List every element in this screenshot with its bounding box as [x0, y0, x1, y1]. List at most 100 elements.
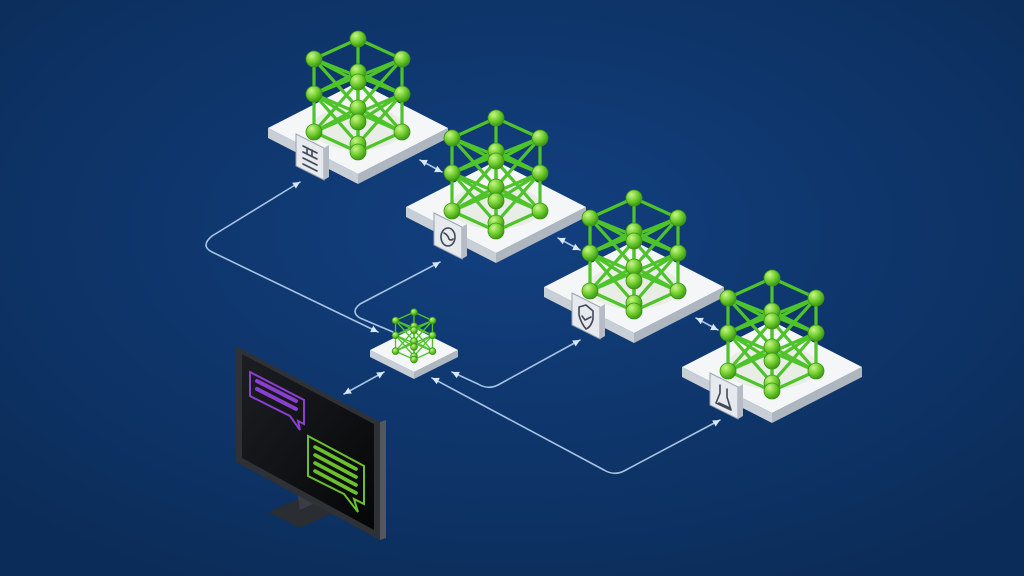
- network-node: [391, 347, 400, 355]
- network-edge: [726, 319, 774, 373]
- arrowhead: [432, 262, 440, 269]
- arrowheads: [292, 159, 720, 427]
- network-node: [305, 50, 323, 68]
- network-node: [487, 192, 505, 210]
- chat-monitor: [236, 346, 386, 540]
- arrowhead: [292, 182, 300, 189]
- network-node: [391, 316, 400, 325]
- network-node: [487, 152, 505, 170]
- message-line: [255, 387, 298, 411]
- network-node: [581, 209, 599, 227]
- network-node: [393, 50, 411, 68]
- network-node: [669, 209, 687, 227]
- user-message-bubble: [249, 370, 305, 431]
- network-node: [393, 85, 411, 103]
- network-node: [428, 331, 437, 339]
- network-node: [763, 269, 781, 287]
- neural-network-1: [305, 30, 411, 161]
- message-line: [313, 445, 358, 471]
- network-node: [807, 324, 825, 342]
- network-node: [410, 308, 418, 316]
- arrowhead: [432, 377, 440, 385]
- network-node: [349, 113, 367, 131]
- network-node: [349, 99, 367, 117]
- network-node: [669, 282, 687, 300]
- model-platform-2: [406, 109, 586, 263]
- network-node: [487, 109, 505, 127]
- network-edge: [632, 239, 680, 293]
- network-edge: [394, 329, 415, 352]
- network-edge: [770, 319, 818, 373]
- network-node: [531, 164, 549, 182]
- neural-network-icon: [391, 308, 437, 364]
- arrowhead: [558, 237, 566, 245]
- network-node: [305, 123, 323, 141]
- network-node: [581, 282, 599, 300]
- network-node: [719, 324, 737, 342]
- router-platform: [370, 308, 458, 379]
- network-node: [410, 326, 418, 334]
- arrowhead: [420, 159, 428, 167]
- message-line: [255, 379, 298, 403]
- network-node: [305, 85, 323, 103]
- network-node: [807, 289, 825, 307]
- arrowhead: [712, 420, 720, 427]
- shield-check-icon: [571, 292, 605, 340]
- model-platform-3: [544, 189, 724, 343]
- connector-router-to-platform-4: [431, 377, 721, 475]
- connector-router-to-platform-3: [451, 339, 581, 389]
- neural-network-3: [581, 189, 687, 320]
- network-node: [669, 244, 687, 262]
- arrowhead: [370, 325, 378, 333]
- network-node: [391, 331, 400, 339]
- platform-right-side: [496, 207, 586, 263]
- platform-right-side: [358, 128, 448, 184]
- platform-right-side: [634, 287, 724, 343]
- network-node: [763, 352, 781, 370]
- arrowhead: [572, 243, 580, 251]
- network-edge: [413, 329, 434, 352]
- network-node: [428, 347, 437, 355]
- connector-router-to-platform-1: [205, 181, 379, 333]
- network-node: [443, 164, 461, 182]
- flask-icon: [709, 372, 743, 420]
- platforms-layer: [268, 30, 862, 423]
- model-platform-4: [682, 269, 862, 423]
- globe-icon: [433, 212, 467, 260]
- network-node: [625, 232, 643, 250]
- network-node: [443, 129, 461, 147]
- arrowhead: [710, 323, 718, 331]
- response-message-bubble: [307, 434, 365, 513]
- network-node: [531, 202, 549, 220]
- arrowhead: [434, 165, 442, 173]
- network-node: [428, 316, 437, 325]
- arrowhead: [344, 387, 352, 394]
- network-node: [719, 362, 737, 380]
- arrowhead: [452, 371, 460, 379]
- message-line: [313, 469, 358, 495]
- arrowhead: [696, 317, 704, 325]
- network-node: [410, 343, 418, 351]
- network-node: [719, 289, 737, 307]
- arrowhead: [376, 372, 384, 379]
- network-node: [763, 312, 781, 330]
- neural-network-2: [443, 109, 549, 240]
- message-line: [313, 453, 358, 479]
- network-node: [349, 30, 367, 48]
- network-edge: [450, 159, 498, 213]
- network-edge: [494, 159, 542, 213]
- arrowhead: [572, 340, 580, 347]
- network-node: [443, 202, 461, 220]
- network-node: [531, 129, 549, 147]
- network-node: [393, 123, 411, 141]
- network-node: [349, 143, 367, 161]
- network-node: [807, 362, 825, 380]
- network-edge: [312, 80, 360, 134]
- model-platform-1: [268, 30, 448, 184]
- platform-right-side: [772, 367, 862, 423]
- platform-left-side: [370, 350, 414, 379]
- network-node: [349, 73, 367, 91]
